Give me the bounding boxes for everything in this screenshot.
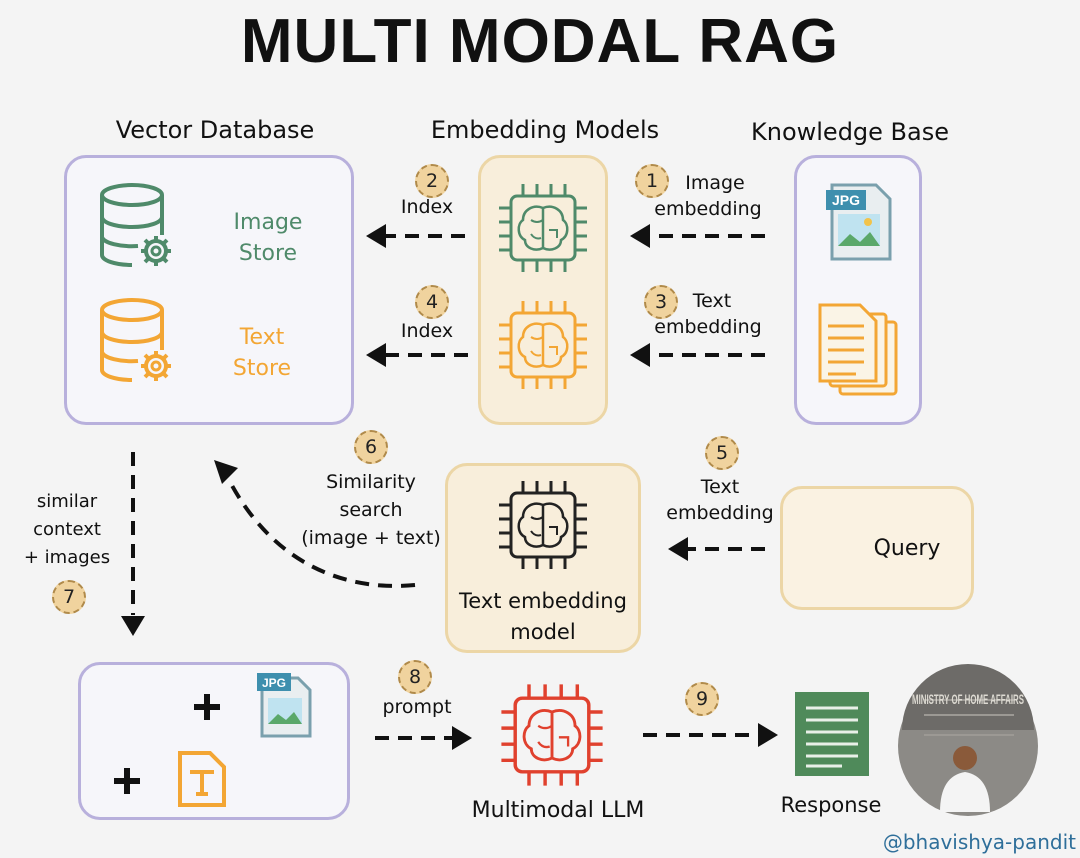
image-embedding-model-icon: [497, 182, 589, 274]
author-handle[interactable]: @bhavishya-pandit: [882, 830, 1076, 854]
avatar-sign-text: MINISTRY OF HOME AFFAIRS: [912, 691, 1024, 707]
vector-database-box: [64, 155, 354, 425]
page-title: MULTI MODAL RAG: [240, 7, 840, 76]
query-embedding-line1: Text: [700, 476, 740, 498]
response-label: Response: [780, 793, 882, 817]
text-model-line2: model: [510, 620, 576, 644]
arrow-similarity-search: [226, 477, 416, 588]
plus-icons: [114, 694, 220, 794]
jpg-icon-text: JPG: [832, 192, 860, 208]
text-model-line1: Text embedding: [459, 589, 627, 613]
text-embedding-line2: embedding: [654, 316, 762, 338]
text-store-line2: Store: [232, 356, 292, 381]
query-box[interactable]: [780, 486, 974, 610]
similar-line1: similar: [36, 491, 98, 512]
index-label-bottom: Index: [400, 320, 454, 342]
step-badge-9: 9: [685, 682, 719, 716]
index-label-top: Index: [400, 196, 454, 218]
similar-context-label: similar context + images: [12, 488, 122, 572]
text-embedding-label: Text embedding: [652, 288, 764, 340]
similarity-line2: search: [339, 499, 403, 521]
documents-icon: [818, 303, 898, 396]
context-jpg-text: JPG: [262, 676, 286, 690]
text-store-line1: Text: [239, 325, 285, 350]
step-badge-5: 5: [705, 436, 739, 470]
image-embedding-line2: embedding: [654, 198, 762, 220]
image-store-line2: Store: [238, 241, 298, 266]
query-embedding-line2: embedding: [666, 502, 774, 524]
prompt-label: prompt: [382, 696, 452, 718]
embedding-models-heading: Embedding Models: [430, 116, 660, 144]
step-badge-6: 6: [354, 430, 388, 464]
similar-line3: + images: [23, 547, 111, 568]
query-embedding-model-icon: [497, 479, 589, 571]
step-badge-3: 3: [644, 285, 678, 319]
step-badge-2: 2: [415, 164, 449, 198]
image-store-line1: Image: [233, 210, 303, 235]
text-store-database-icon: [100, 298, 173, 383]
query-embedding-label: Text embedding: [662, 474, 778, 526]
image-store-database-icon: [100, 183, 173, 268]
similarity-search-label: Similarity search (image + text): [296, 468, 446, 552]
knowledge-base-heading: Knowledge Base: [751, 118, 949, 146]
image-embedding-label: Image embedding: [652, 170, 764, 222]
query-label: Query: [873, 536, 941, 561]
image-embedding-line1: Image: [685, 172, 745, 194]
step-badge-8: 8: [398, 660, 432, 694]
context-jpg-icon: [257, 673, 312, 738]
text-store-label: Text Store: [214, 322, 310, 384]
text-file-icon: [178, 751, 226, 807]
step-badge-7: 7: [52, 580, 86, 614]
author-avatar: [898, 664, 1038, 816]
step-badge-4: 4: [415, 285, 449, 319]
similarity-line1: Similarity: [326, 471, 416, 493]
similarity-line3: (image + text): [301, 527, 441, 549]
text-embedding-line1: Text: [692, 290, 732, 312]
multimodal-llm-icon: [499, 682, 605, 788]
similar-line2: context: [33, 519, 101, 540]
multimodal-llm-label: Multimodal LLM: [471, 798, 645, 823]
vector-database-heading: Vector Database: [115, 116, 315, 144]
image-store-label: Image Store: [220, 207, 316, 269]
embedding-models-box: [478, 155, 608, 425]
text-embedding-model-icon: [497, 299, 589, 391]
text-embedding-model-label: Text embedding model: [448, 586, 638, 648]
jpg-file-icon: [826, 183, 892, 261]
step-badge-1: 1: [635, 164, 669, 198]
response-document-icon: [795, 692, 869, 776]
